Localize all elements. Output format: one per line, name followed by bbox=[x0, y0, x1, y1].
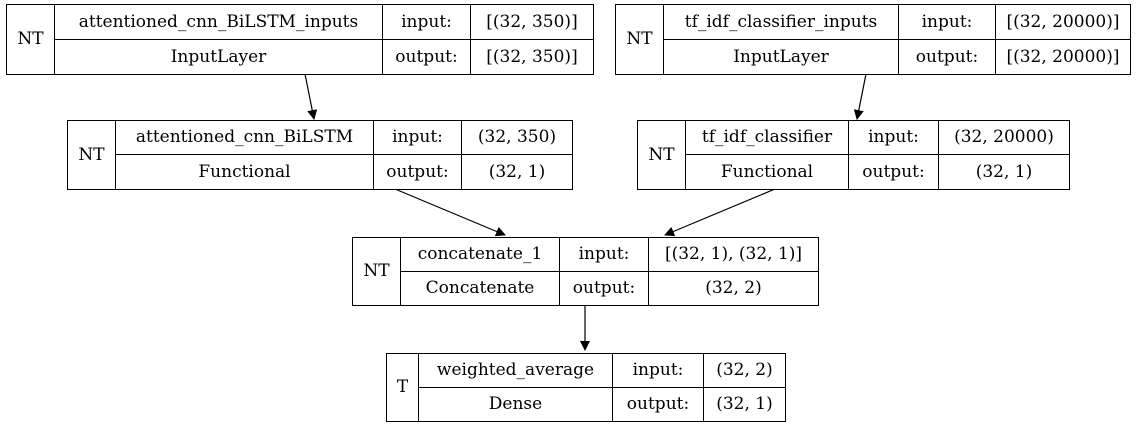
input-shape: [(32, 1), (32, 1)] bbox=[648, 237, 819, 272]
layer-type: Concatenate bbox=[400, 271, 560, 306]
output-shape: (32, 1) bbox=[461, 154, 573, 190]
output-label: output: bbox=[373, 154, 462, 190]
output-shape: [(32, 350)] bbox=[470, 39, 594, 75]
layer-name: attentioned_cnn_BiLSTM bbox=[115, 120, 374, 155]
layer-node-attentioned-cnn-bilstm: NT attentioned_cnn_BiLSTM input: (32, 35… bbox=[67, 120, 573, 190]
input-label: input: bbox=[848, 120, 939, 155]
edge-inputs-to-tf-idf-classifier bbox=[853, 73, 867, 120]
output-shape: (32, 2) bbox=[648, 271, 819, 306]
layer-type: Functional bbox=[685, 154, 849, 190]
layer-name: tf_idf_classifier bbox=[685, 120, 849, 155]
layer-node-tf-idf-classifier: NT tf_idf_classifier input: (32, 20000) … bbox=[637, 120, 1070, 190]
layer-name: attentioned_cnn_BiLSTM_inputs bbox=[54, 4, 383, 40]
trainable-flag: NT bbox=[615, 4, 664, 75]
output-shape: (32, 1) bbox=[703, 387, 786, 422]
layer-name: weighted_average bbox=[418, 353, 613, 388]
output-label: output: bbox=[612, 387, 704, 422]
input-label: input: bbox=[373, 120, 462, 155]
layer-node-weighted-average: T weighted_average input: (32, 2) Dense … bbox=[386, 353, 786, 422]
output-label: output: bbox=[898, 39, 996, 75]
trainable-flag: NT bbox=[67, 120, 116, 190]
trainable-flag: T bbox=[386, 353, 419, 422]
input-label: input: bbox=[382, 4, 471, 40]
trainable-flag: NT bbox=[352, 237, 401, 306]
layer-node-attentioned-cnn-bilstm-inputs: NT attentioned_cnn_BiLSTM_inputs input: … bbox=[6, 4, 594, 75]
layer-name: tf_idf_classifier_inputs bbox=[663, 4, 899, 40]
input-shape: [(32, 350)] bbox=[470, 4, 594, 40]
trainable-flag: NT bbox=[6, 4, 55, 75]
input-shape: (32, 20000) bbox=[938, 120, 1070, 155]
output-shape: [(32, 20000)] bbox=[995, 39, 1131, 75]
output-shape: (32, 1) bbox=[938, 154, 1070, 190]
layer-type: InputLayer bbox=[663, 39, 899, 75]
edge-attentioned-cnn-bilstm-to-concatenate bbox=[394, 188, 506, 237]
layer-node-tf-idf-classifier-inputs: NT tf_idf_classifier_inputs input: [(32,… bbox=[615, 4, 1131, 75]
layer-node-concatenate-1: NT concatenate_1 input: [(32, 1), (32, 1… bbox=[352, 237, 819, 306]
input-label: input: bbox=[612, 353, 704, 388]
layer-type: Functional bbox=[115, 154, 374, 190]
input-shape: [(32, 20000)] bbox=[995, 4, 1131, 40]
input-label: input: bbox=[898, 4, 996, 40]
trainable-flag: NT bbox=[637, 120, 686, 190]
output-label: output: bbox=[382, 39, 471, 75]
layer-type: Dense bbox=[418, 387, 613, 422]
input-shape: (32, 350) bbox=[461, 120, 573, 155]
output-label: output: bbox=[848, 154, 939, 190]
layer-name: concatenate_1 bbox=[400, 237, 560, 272]
input-shape: (32, 2) bbox=[703, 353, 786, 388]
layer-type: InputLayer bbox=[54, 39, 383, 75]
input-label: input: bbox=[559, 237, 649, 272]
output-label: output: bbox=[559, 271, 649, 306]
edge-tf-idf-classifier-to-concatenate bbox=[664, 188, 776, 237]
edge-inputs-to-attentioned-cnn-bilstm bbox=[304, 73, 318, 120]
